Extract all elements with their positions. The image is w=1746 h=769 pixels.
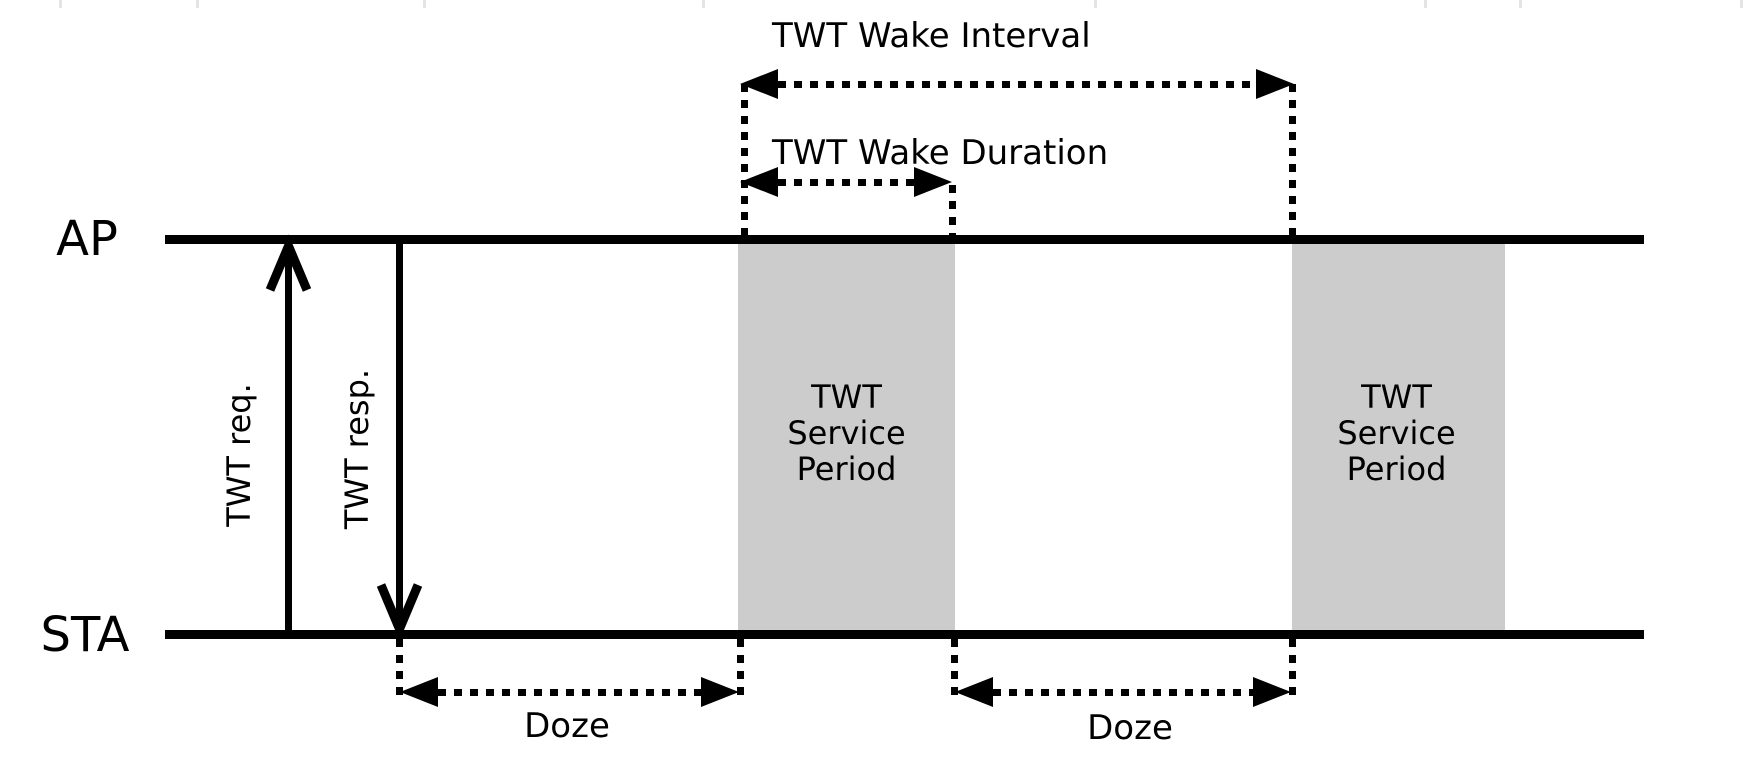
service-period-2-box xyxy=(1292,244,1505,630)
doze-1-arrow xyxy=(438,689,701,696)
wake-duration-arrowhead-right-icon xyxy=(914,167,952,197)
wake-duration-arrow xyxy=(778,179,914,186)
top-gridline-remnant xyxy=(1740,0,1743,8)
doze-2-arrowhead-left-icon xyxy=(955,677,993,707)
top-gridline-remnant xyxy=(702,0,705,8)
doze-1-label: Doze xyxy=(524,706,610,746)
ap-timeline-line xyxy=(165,235,1644,244)
doze-1-arrowhead-left-icon xyxy=(400,677,438,707)
service-period-2-label: TWT Service Period xyxy=(1337,378,1456,488)
doze-1-left-guide-line xyxy=(396,639,403,695)
wake-interval-right-guide-line xyxy=(1289,84,1296,235)
wake-duration-label: TWT Wake Duration xyxy=(772,133,1109,173)
sta-label: STA xyxy=(40,607,130,663)
twt-req-label: TWT req. xyxy=(220,383,258,527)
doze-2-right-guide-line xyxy=(1289,639,1296,695)
twt-resp-arrow-shaft xyxy=(396,244,403,629)
twt-resp-arrowhead-down-icon xyxy=(376,583,423,641)
doze-2-label: Doze xyxy=(1087,708,1173,748)
top-gridline-remnant xyxy=(1094,0,1097,8)
top-gridline-remnant xyxy=(196,0,199,8)
doze-2-arrow xyxy=(993,689,1253,696)
doze-1-right-guide-line xyxy=(737,639,744,695)
top-gridline-remnant xyxy=(1519,0,1522,8)
wake-interval-label: TWT Wake Interval xyxy=(772,16,1091,56)
wake-interval-left-guide-line xyxy=(741,84,748,235)
doze-2-arrowhead-right-icon xyxy=(1253,677,1291,707)
wake-duration-arrowhead-left-icon xyxy=(740,167,778,197)
twt-resp-label: TWT resp. xyxy=(338,368,376,530)
top-gridline-remnant xyxy=(423,0,426,8)
top-gridline-remnant xyxy=(1424,0,1427,8)
wake-interval-arrow xyxy=(778,81,1256,88)
wake-duration-right-guide-line xyxy=(949,185,956,235)
doze-1-arrowhead-right-icon xyxy=(701,677,739,707)
service-period-1-box xyxy=(738,244,955,630)
doze-2-left-guide-line xyxy=(951,639,958,695)
twt-req-arrow-shaft xyxy=(285,246,292,630)
ap-label: AP xyxy=(56,211,118,267)
sta-timeline-line xyxy=(165,630,1644,639)
wake-interval-arrowhead-right-icon xyxy=(1256,69,1294,99)
top-gridline-remnant xyxy=(59,0,62,8)
twt-req-arrowhead-up-icon xyxy=(265,234,312,292)
service-period-1-label: TWT Service Period xyxy=(787,378,906,488)
